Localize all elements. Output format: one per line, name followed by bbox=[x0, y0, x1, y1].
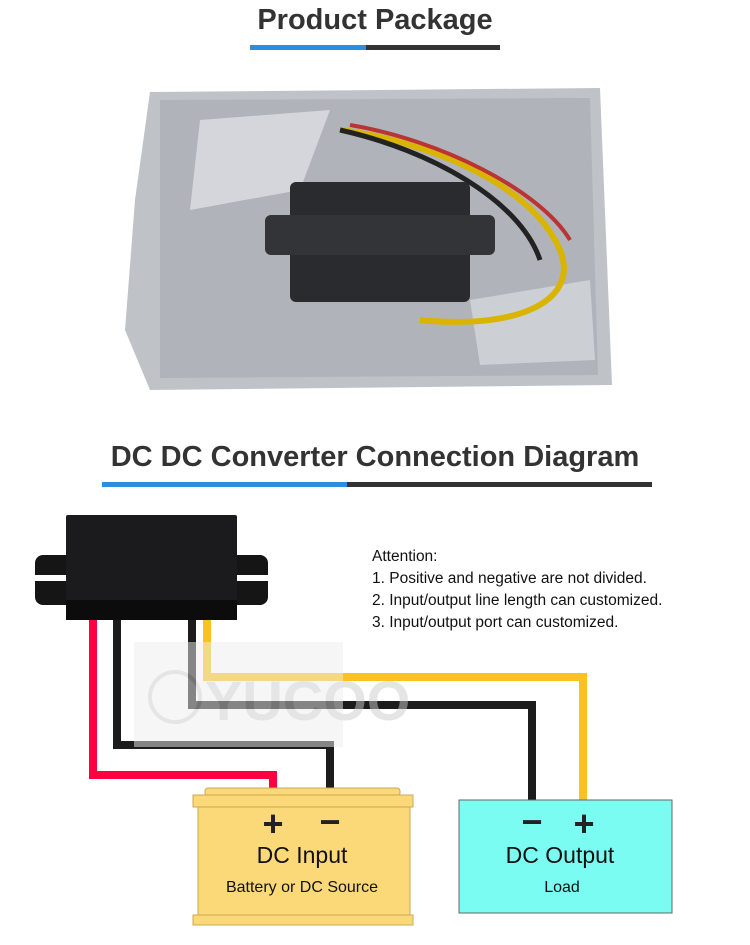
attention-item: 3. Input/output port can customized. bbox=[372, 614, 619, 631]
attention-note: Attention: 1. Positive and negative are … bbox=[372, 546, 662, 634]
attention-item: 1. Positive and negative are not divided… bbox=[372, 570, 647, 587]
minus-icon: − bbox=[521, 801, 542, 842]
watermark: YUCOO bbox=[134, 642, 410, 747]
connection-diagram-title: DC DC Converter Connection Diagram bbox=[110, 441, 640, 473]
dc-input-battery: + − DC Input Battery or DC Source bbox=[192, 787, 414, 926]
minus-icon: − bbox=[319, 801, 340, 842]
attention-heading: Attention: bbox=[372, 548, 438, 565]
title-underline bbox=[347, 482, 652, 487]
svg-text:YUCOO: YUCOO bbox=[205, 669, 410, 732]
converter-module bbox=[35, 515, 268, 620]
attention-item: 2. Input/output line length can customiz… bbox=[372, 592, 663, 609]
title-underline-accent bbox=[250, 45, 366, 50]
product-package-photo bbox=[125, 88, 612, 390]
title-underline-accent bbox=[102, 482, 347, 487]
dc-output-label: DC Output bbox=[506, 842, 615, 868]
dc-output-load: − + DC Output Load bbox=[458, 799, 673, 914]
title-underline bbox=[366, 45, 500, 50]
dc-input-label: DC Input bbox=[257, 842, 348, 868]
dc-output-sublabel: Load bbox=[544, 879, 580, 896]
plus-icon: + bbox=[573, 803, 594, 844]
dc-input-sublabel: Battery or DC Source bbox=[226, 879, 378, 896]
plus-icon: + bbox=[262, 803, 283, 844]
product-package-title: Product Package bbox=[257, 4, 493, 36]
red-wire bbox=[89, 612, 277, 795]
